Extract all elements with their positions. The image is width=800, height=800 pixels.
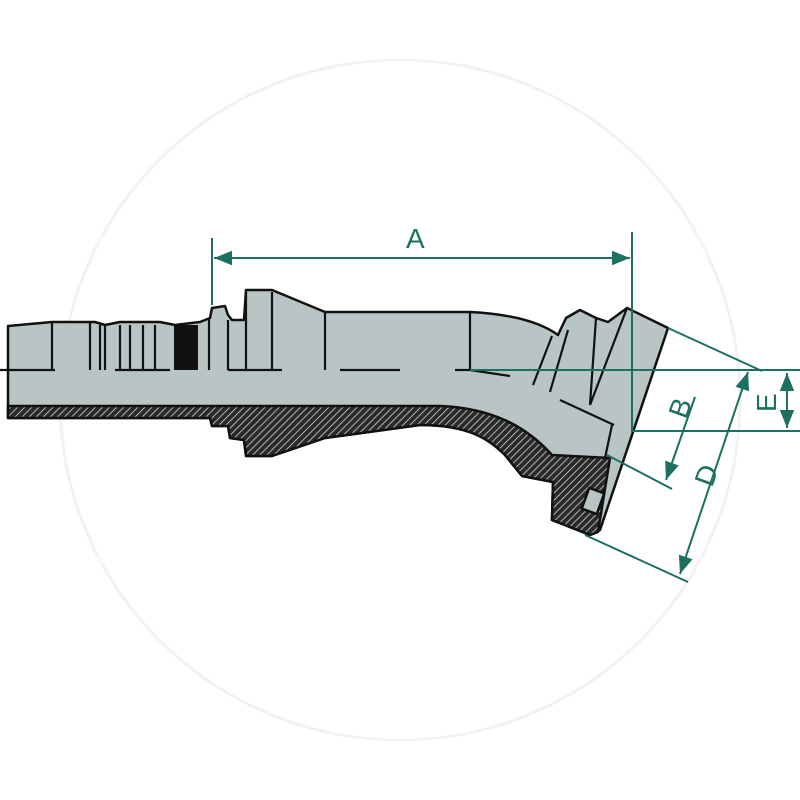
fitting-detail-lines <box>0 292 629 459</box>
dimension-b-label: B <box>663 394 699 422</box>
dimension-d-line <box>678 371 750 575</box>
fitting-body <box>6 288 670 537</box>
dimension-a-label: A <box>406 223 425 254</box>
dimension-lines <box>211 232 800 583</box>
dimension-d-label: D <box>689 460 725 490</box>
dimension-e-label: E <box>751 393 782 412</box>
